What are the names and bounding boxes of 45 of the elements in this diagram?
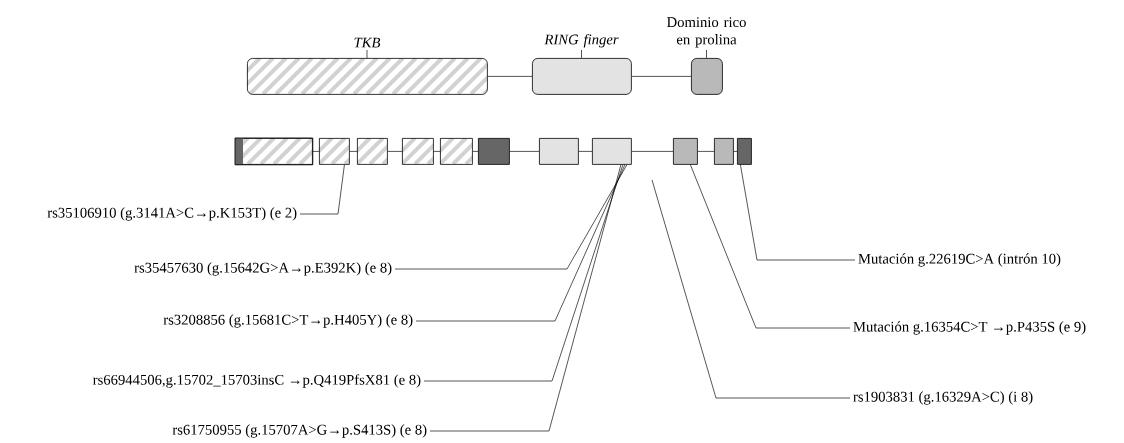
intron-line	[472, 151, 479, 152]
leader-line	[423, 164, 624, 382]
variant-label: Mutación g.16354C>T →p.P435S (e 9)	[853, 321, 1086, 335]
leader-line	[690, 164, 851, 329]
variant-label: Mutación g.22619C>A (intrón 10)	[858, 253, 1061, 267]
exon-box	[592, 138, 632, 165]
intron-line	[631, 151, 674, 152]
intron-line	[578, 151, 593, 152]
exon-box	[737, 138, 752, 165]
variant-label: rs35106910 (g.3141A>C→p.K153T) (e 2)	[47, 207, 297, 221]
variant-label: rs35457630 (g.15642G>A→p.E392K) (e 8)	[134, 262, 392, 276]
exon-box	[714, 138, 734, 165]
variant-label: rs1903831 (g.16329A>C) (i 8)	[853, 391, 1033, 405]
node-label: RING finger	[544, 33, 619, 48]
leader-line	[394, 164, 628, 270]
exon-box	[357, 138, 388, 165]
intron-line	[349, 151, 358, 152]
domain-box: Dominio rico en prolina	[667, 17, 746, 95]
exon-box	[673, 138, 698, 165]
exon-box	[539, 138, 579, 165]
exon-box	[478, 138, 510, 165]
linker-line	[487, 76, 533, 77]
intron-line	[733, 151, 738, 152]
intron-line	[312, 151, 320, 152]
intron-line	[697, 151, 715, 152]
leader-line	[651, 179, 851, 399]
intron-line	[509, 151, 540, 152]
domain-box: TKB	[247, 37, 488, 95]
leader-line	[415, 164, 626, 322]
exon-box	[440, 138, 473, 165]
intron-line	[387, 151, 403, 152]
variant-label: rs61750955 (g.15707A>G→p.S413S) (e 8)	[172, 424, 427, 438]
exon-box	[319, 138, 350, 165]
variant-label: rs66944506,g.15702_15703insC →p.Q419PfsX81 (e 8)	[93, 374, 421, 388]
linker-line	[631, 76, 692, 77]
node-label: TKB	[354, 37, 381, 48]
domain-box: RING finger	[532, 33, 632, 95]
variant-label: rs3208856 (g.15681C>T→p.H405Y) (e 8)	[163, 314, 413, 328]
leader-line	[429, 164, 622, 432]
intron-line	[433, 151, 441, 152]
node-label: Dominio rico en prolina	[667, 17, 746, 48]
leader-line	[299, 164, 345, 215]
exon-box	[234, 137, 314, 166]
exon-box	[402, 138, 434, 165]
leader-line	[740, 164, 856, 261]
